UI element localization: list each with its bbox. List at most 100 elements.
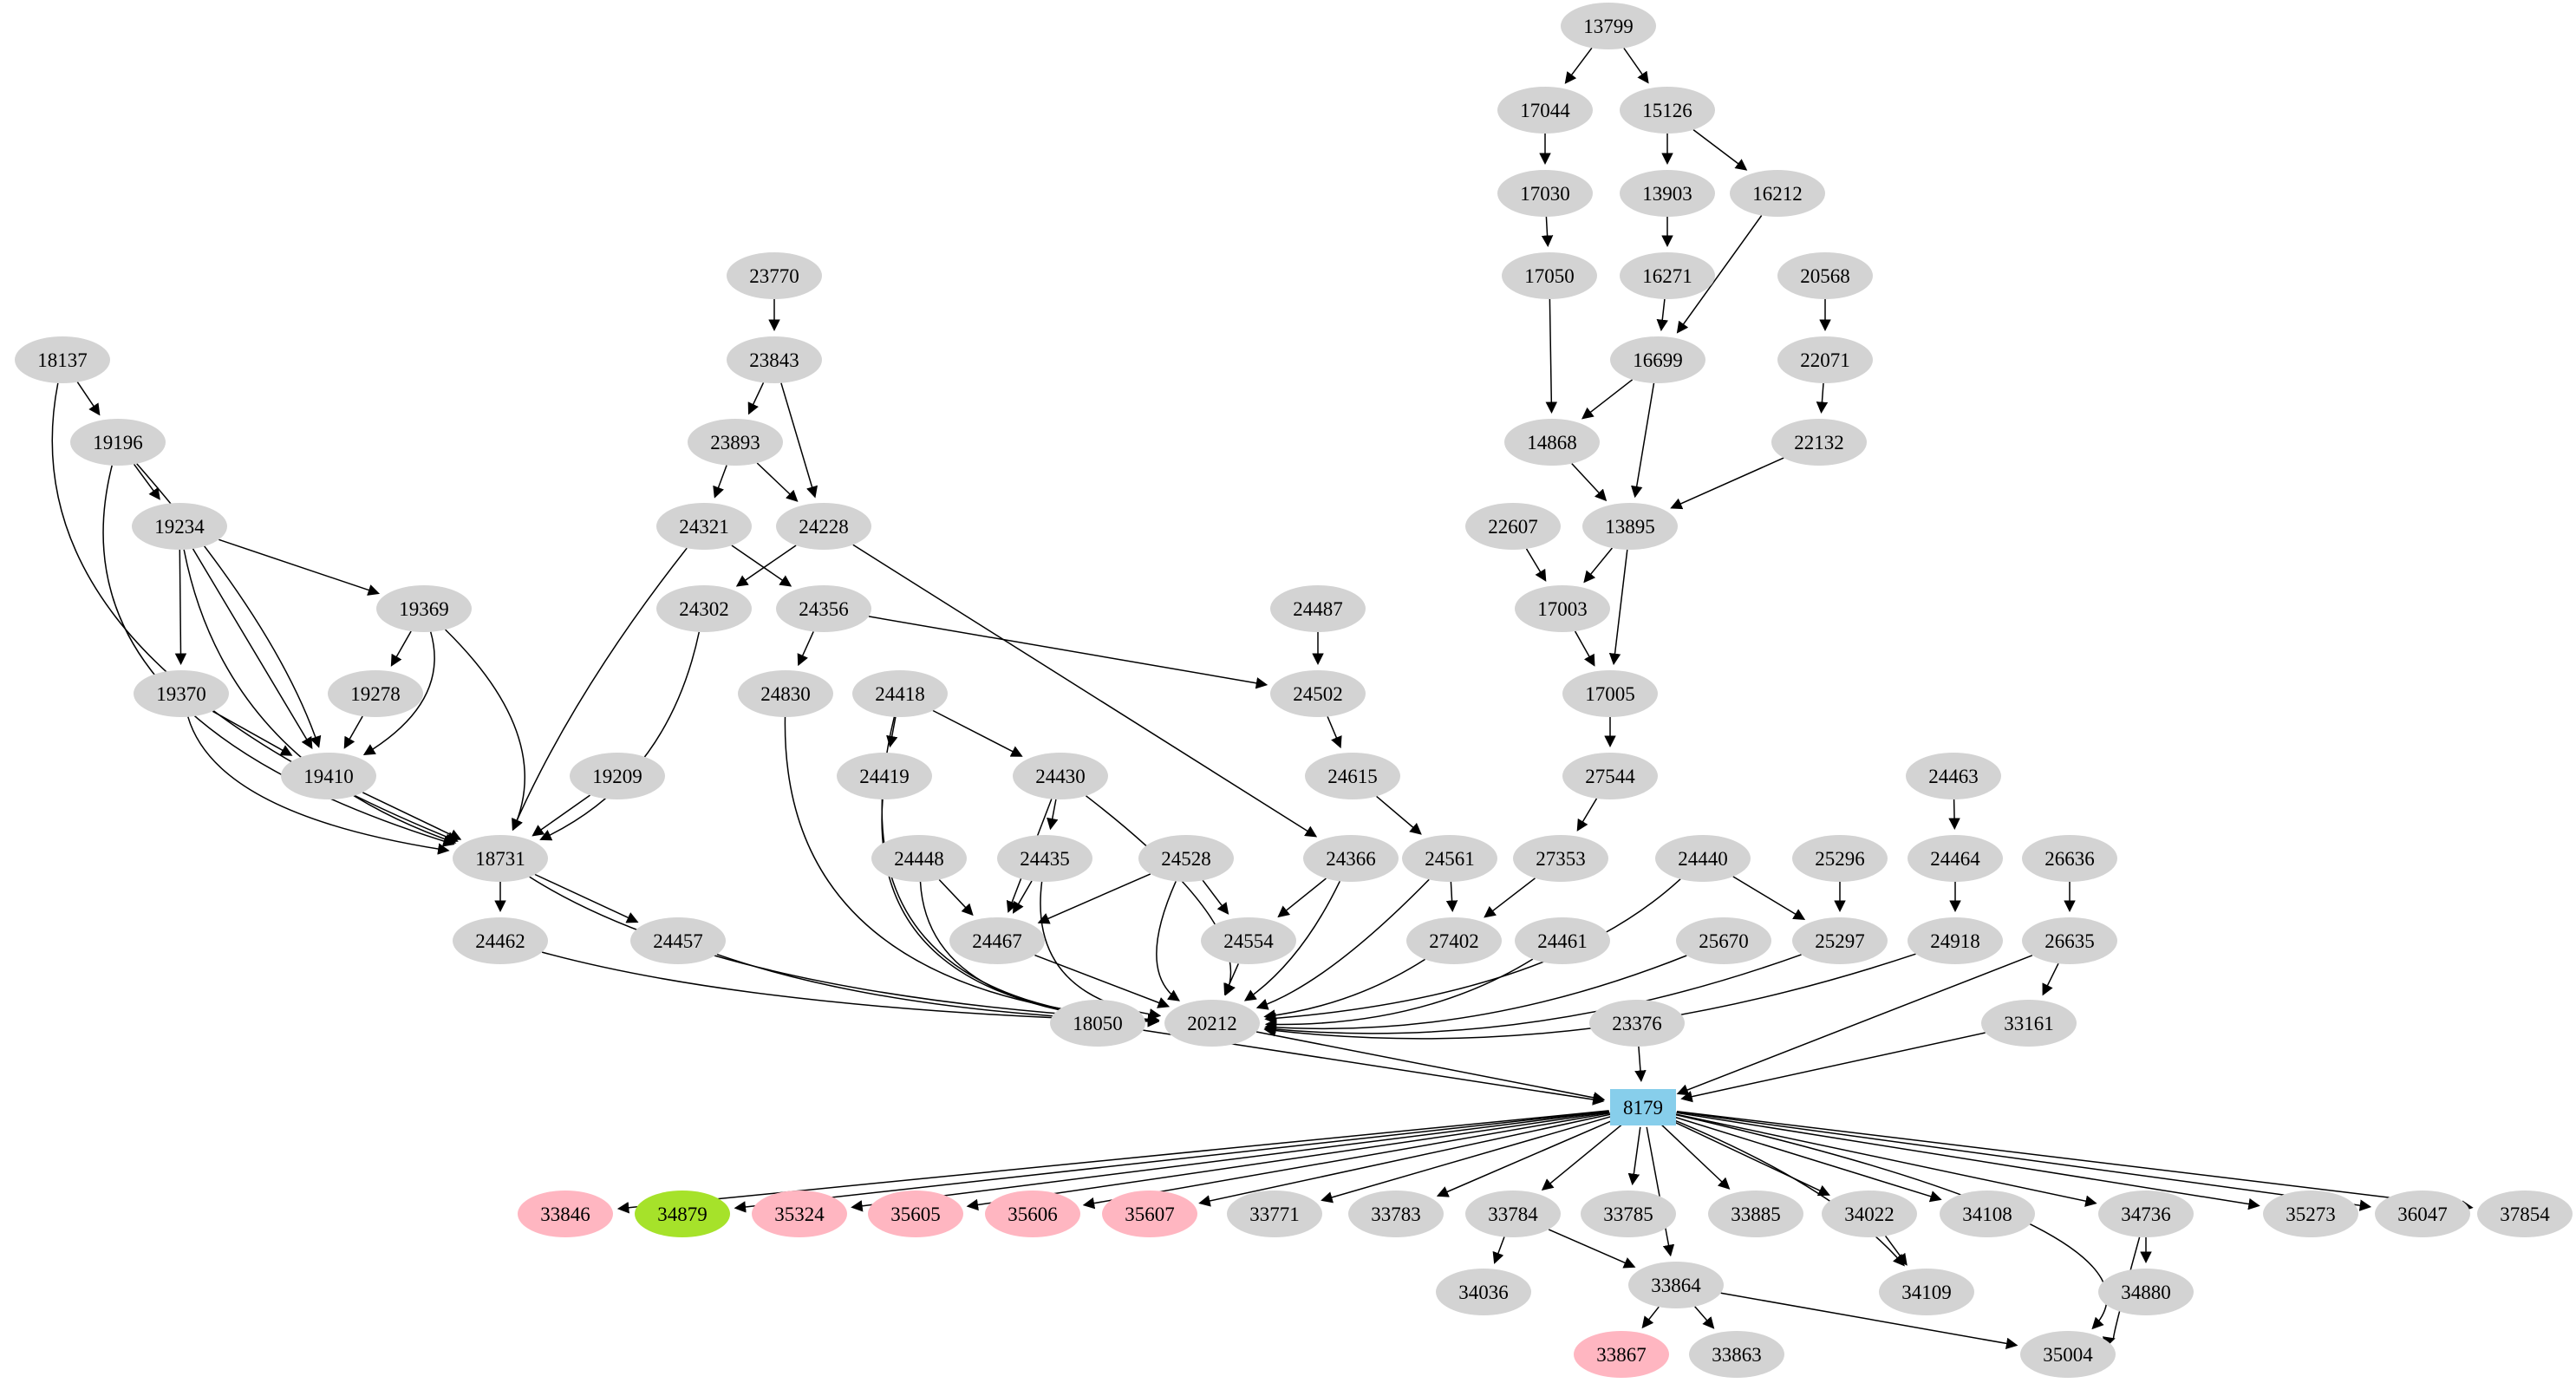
edge-24502-24615	[1327, 716, 1342, 749]
edge-8179-35607	[1198, 1113, 1611, 1207]
edge-24366-24554	[1277, 877, 1327, 918]
node-23770: 23770	[727, 252, 822, 299]
node-label-33863: 33863	[1712, 1344, 1762, 1366]
node-17030: 17030	[1497, 170, 1593, 217]
node-shape-34879	[635, 1191, 730, 1237]
node-shape-24463	[1906, 753, 2001, 799]
node-19370: 19370	[134, 670, 229, 717]
edge-24228-24302	[735, 545, 797, 587]
node-23376: 23376	[1589, 1000, 1685, 1047]
node-label-24464: 24464	[1930, 848, 1980, 870]
edge-24356-24830	[797, 631, 814, 667]
node-label-15126: 15126	[1642, 100, 1692, 121]
node-shape-33784	[1465, 1191, 1561, 1237]
node-shape-24419	[837, 753, 932, 799]
node-16271: 16271	[1620, 252, 1715, 299]
node-label-33785: 33785	[1603, 1204, 1653, 1225]
edge-24448-24467	[938, 878, 974, 917]
edge-24302-18731	[539, 631, 701, 841]
edge-19234-19410	[192, 548, 313, 749]
node-label-13799: 13799	[1583, 16, 1634, 37]
node-13903: 13903	[1620, 170, 1715, 217]
node-shape-19278	[328, 670, 423, 717]
node-label-24418: 24418	[875, 683, 925, 705]
node-shape-19196	[70, 419, 166, 466]
node-shape-34736	[2098, 1191, 2194, 1237]
node-shape-24528	[1138, 835, 1234, 882]
edge-16271-16699	[1656, 298, 1668, 332]
node-24462: 24462	[453, 917, 548, 964]
edge-16699-13895	[1631, 382, 1655, 499]
node-35607: 35607	[1102, 1191, 1197, 1237]
node-33783: 33783	[1348, 1191, 1444, 1237]
edge-27353-27402	[1484, 877, 1536, 918]
edge-17050-14868	[1545, 298, 1558, 414]
edge-20212-8179	[1255, 1031, 1606, 1104]
node-shape-24467	[949, 917, 1045, 964]
node-24918: 24918	[1908, 917, 2003, 964]
node-label-27544: 27544	[1585, 766, 1635, 787]
node-34108: 34108	[1940, 1191, 2035, 1237]
node-shape-19369	[376, 585, 472, 632]
edge-8179-34022	[1669, 1119, 1830, 1197]
node-35605: 35605	[868, 1191, 963, 1237]
edge-24615-24561	[1376, 795, 1422, 835]
node-shape-17050	[1502, 252, 1597, 299]
edge-24430-20212	[1086, 795, 1236, 996]
node-24528: 24528	[1138, 835, 1234, 882]
node-shape-33864	[1628, 1262, 1724, 1308]
edge-24440-25297	[1732, 876, 1806, 921]
node-shape-33771	[1227, 1191, 1322, 1237]
edge-24356-24502	[868, 616, 1268, 689]
node-label-35273: 35273	[2286, 1204, 2336, 1225]
node-label-24615: 24615	[1327, 766, 1378, 787]
node-34736: 34736	[2098, 1191, 2194, 1237]
node-33785: 33785	[1581, 1191, 1676, 1237]
node-shape-8179	[1610, 1089, 1676, 1125]
edge-27544-27353	[1576, 798, 1598, 832]
node-label-26636: 26636	[2044, 848, 2095, 870]
node-label-33161: 33161	[2004, 1013, 2054, 1034]
node-label-24366: 24366	[1326, 848, 1376, 870]
edge-19369-19410	[362, 631, 435, 755]
node-label-16271: 16271	[1642, 265, 1692, 287]
node-25670: 25670	[1676, 917, 1771, 964]
node-shape-15126	[1620, 87, 1715, 134]
node-34036: 34036	[1436, 1269, 1531, 1315]
node-18731: 18731	[453, 835, 548, 882]
node-label-19196: 19196	[93, 432, 143, 453]
node-17005: 17005	[1562, 670, 1658, 717]
node-shape-24302	[656, 585, 752, 632]
node-shape-23893	[688, 419, 783, 466]
edge-24918-20212	[1263, 953, 1916, 1040]
edge-13895-17003	[1583, 547, 1613, 584]
node-16212: 16212	[1730, 170, 1825, 217]
node-label-33867: 33867	[1596, 1344, 1647, 1366]
node-35004: 35004	[2020, 1331, 2116, 1378]
edge-16212-16699	[1676, 215, 1763, 334]
edge-19370-18731	[187, 716, 450, 855]
node-shape-19209	[570, 753, 665, 799]
node-23843: 23843	[727, 336, 822, 383]
node-shape-25670	[1676, 917, 1771, 964]
node-label-35606: 35606	[1008, 1204, 1058, 1225]
node-label-19369: 19369	[399, 598, 449, 620]
edge-8179-33885	[1660, 1124, 1731, 1190]
node-label-36047: 36047	[2397, 1204, 2448, 1225]
node-label-37854: 37854	[2500, 1204, 2550, 1225]
node-17050: 17050	[1502, 252, 1597, 299]
edge-27402-20212	[1263, 958, 1426, 1021]
node-8179: 8179	[1610, 1089, 1676, 1125]
node-shape-24615	[1305, 753, 1400, 799]
edge-24435-24467	[1012, 880, 1033, 914]
node-shape-24356	[776, 585, 871, 632]
node-shape-27402	[1406, 917, 1502, 964]
node-shape-33863	[1689, 1331, 1784, 1378]
node-shape-22132	[1771, 419, 1867, 466]
node-label-24502: 24502	[1293, 683, 1343, 705]
edge-13799-17044	[1564, 47, 1593, 84]
edge-24528-24554	[1202, 879, 1229, 915]
node-24467: 24467	[949, 917, 1045, 964]
